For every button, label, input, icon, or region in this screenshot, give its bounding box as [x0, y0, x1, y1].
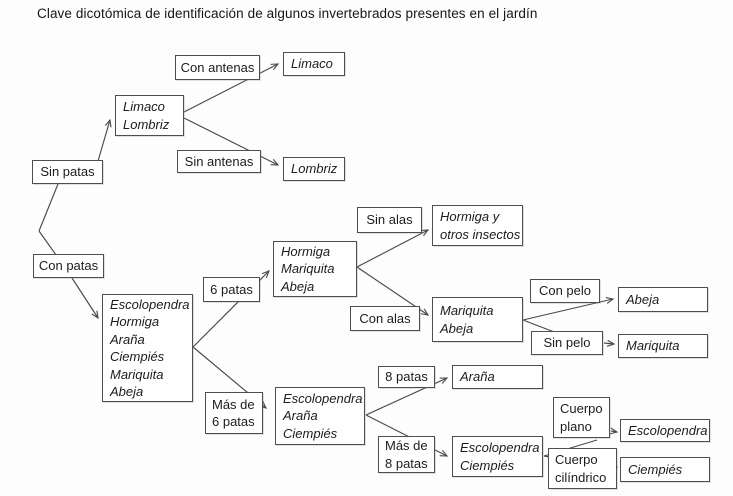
node-con-antenas: Con antenas: [175, 55, 260, 80]
node-con-alas: Con alas: [350, 306, 420, 331]
connector-cuerpo-plano-to-escolopendra: [609, 427, 619, 435]
node-6-patas: 6 patas: [203, 277, 260, 302]
node-hormiga-y-otros-insectos: Hormiga y otros insectos: [432, 205, 523, 246]
node-sin-patas: Sin patas: [32, 160, 103, 184]
node-limaco: Limaco: [283, 52, 345, 76]
node-con-pelo: Con pelo: [530, 279, 600, 303]
node-ciempies: Ciempiés: [620, 457, 710, 482]
connector-root-fork-upper: [38, 183, 59, 232]
node-sin-alas: Sin alas: [357, 207, 422, 233]
node-sin-antenas: Sin antenas: [177, 150, 261, 173]
connector-sin-patas-to-limaco-lombriz: [97, 118, 112, 162]
node-escolopendra: Escolopendra: [620, 419, 710, 442]
node-lombriz: Lombriz: [283, 157, 345, 181]
node-cuerpo-cilindrico: Cuerpo cilíndrico: [548, 448, 617, 489]
node-hormiga-mariquita-abeja: Hormiga Mariquita Abeja: [273, 241, 357, 297]
node-escolopendra-ciempies: Escolopendra Ciempiés: [452, 436, 543, 477]
node-arana: Araña: [452, 365, 543, 389]
node-cuerpo-plano: Cuerpo plano: [553, 397, 610, 438]
node-grupo-con-patas: Escolopendra Hormiga Araña Ciempiés Mari…: [102, 294, 193, 402]
node-abeja: Abeja: [618, 287, 708, 312]
connector-sin-pelo-to-mariquita: [603, 339, 616, 347]
node-con-patas: Con patas: [33, 254, 104, 278]
connector-limaco-lombriz-to-limaco: [183, 63, 280, 113]
node-sin-pelo: Sin pelo: [531, 331, 603, 355]
node-mas-de-8-patas: Más de 8 patas: [378, 436, 435, 473]
node-8-patas: 8 patas: [378, 366, 435, 388]
connector-hma-to-hormiga-y-otros: [356, 229, 430, 268]
connector-con-patas-to-grupo: [71, 277, 99, 320]
connector-root-fork-lower: [38, 230, 57, 256]
node-mariquita: Mariquita: [618, 334, 708, 358]
node-mas-de-6-patas: Más de 6 patas: [205, 392, 263, 434]
page-title: Clave dicotómica de identificación de al…: [37, 6, 538, 21]
node-escolopendra-arana-ciempies: Escolopendra Araña Ciempiés: [275, 387, 365, 445]
node-mariquita-abeja: Mariquita Abeja: [432, 297, 523, 342]
connector-limaco-lombriz-to-lombriz: [183, 117, 280, 166]
node-limaco-lombriz: Limaco Lombriz: [115, 95, 184, 136]
